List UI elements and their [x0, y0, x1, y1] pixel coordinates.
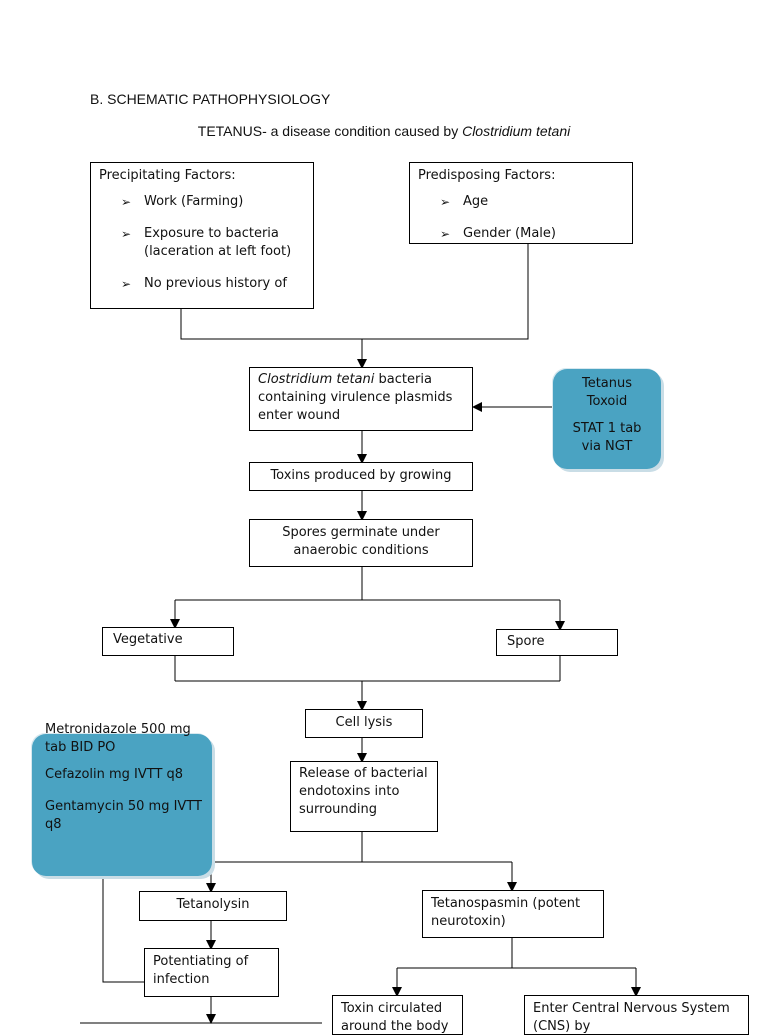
section-heading: B. SCHEMATIC PATHOPHYSIOLOGY [90, 91, 331, 107]
spore-box: Spore [496, 629, 618, 656]
connector-precipitating [180, 244, 529, 340]
spores-box: Spores germinate under anaerobic conditi… [249, 519, 473, 567]
predisposing-factors-box: Predisposing Factors: ➢Age ➢Gender (Male… [409, 162, 633, 244]
potentiating-box: Potentiating of infection [144, 948, 279, 997]
enter-cns-box: Enter Central Nervous System (CNS) by [524, 995, 749, 1035]
toxin-circulated-box: Toxin circulated around the body [332, 995, 463, 1035]
tetanospasmin-box: Tetanospasmin (potent neurotoxin) [422, 890, 604, 938]
organism-name: Clostridium tetani [258, 372, 375, 387]
bullet-arrow-icon: ➢ [121, 227, 132, 241]
tetanolysin-box: Tetanolysin [139, 891, 287, 921]
connector-medications [102, 876, 144, 983]
list-item: ➢Age [440, 194, 489, 209]
release-box: Release of bacterial endotoxins into sur… [290, 761, 438, 832]
list-item: ➢Gender (Male) [440, 226, 556, 241]
tetanus-toxoid-box: Tetanus Toxoid STAT 1 tab via NGT [553, 369, 661, 469]
vegetative-box: Vegetative [102, 627, 234, 656]
cell-lysis-box: Cell lysis [305, 709, 423, 738]
bullet-arrow-icon: ➢ [440, 195, 451, 209]
diagram-title: TETANUS- a disease condition caused by C… [197, 123, 571, 139]
list-item: ➢Work (Farming) [121, 194, 244, 209]
organism-name: Clostridium tetani [462, 123, 571, 139]
bullet-arrow-icon: ➢ [440, 227, 451, 241]
predisposing-title: Predisposing Factors: [418, 168, 556, 183]
list-item: ➢Exposure to bacteria (laceration at lef… [121, 226, 292, 259]
bacteria-entry-box: Clostridium tetani bacteria containing v… [249, 367, 473, 431]
medications-box: Metronidazole 500 mg tab BID PO Cefazoli… [32, 722, 212, 876]
bullet-arrow-icon: ➢ [121, 277, 132, 291]
bullet-arrow-icon: ➢ [121, 195, 132, 209]
precipitating-title: Precipitating Factors: [99, 168, 236, 183]
list-item: ➢No previous history of [121, 276, 287, 291]
precipitating-factors-box: Precipitating Factors: ➢Work (Farming) ➢… [90, 162, 314, 309]
toxins-box: Toxins produced by growing [249, 462, 473, 491]
